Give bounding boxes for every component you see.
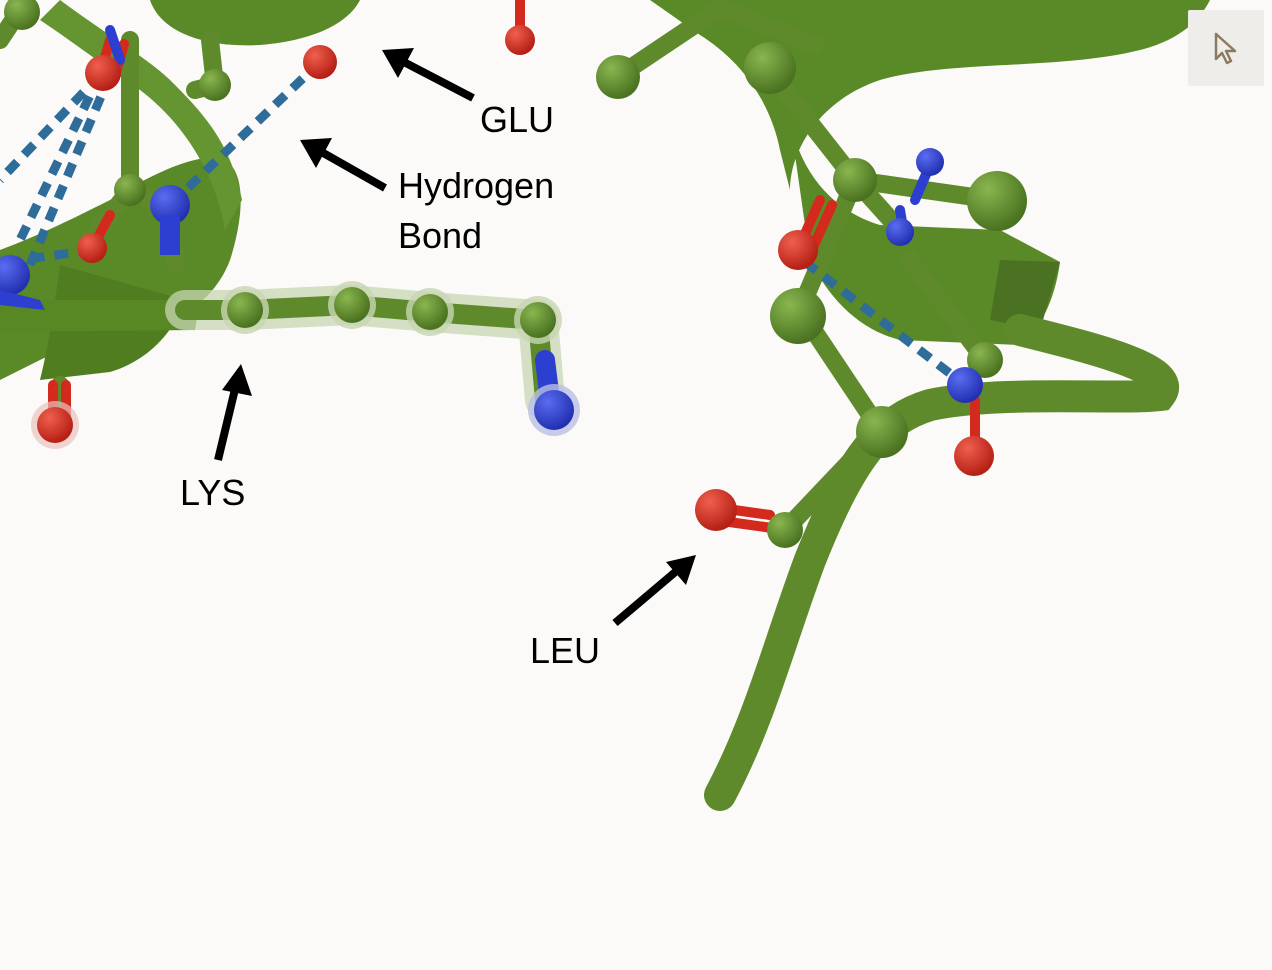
helix-ribbon-right-mid <box>790 120 1060 345</box>
select-tool-button[interactable] <box>1188 10 1264 86</box>
glu-label: GLU <box>480 99 554 140</box>
lys-label: LYS <box>180 472 245 513</box>
leu-annotation: LEU <box>530 555 696 671</box>
helix-ribbon-left-edge <box>0 300 200 332</box>
lys-side-chain[interactable] <box>165 281 580 436</box>
helix-ribbon-left-arc <box>40 0 242 230</box>
arrow-head-hbond <box>300 138 332 168</box>
helix-ribbon-right-fold <box>990 260 1060 330</box>
lys-annotation: LYS <box>180 364 252 513</box>
hbond-annotation: Hydrogen Bond <box>300 138 554 256</box>
glu-annotation: GLU <box>382 48 554 140</box>
cursor-arrow-icon <box>1214 32 1237 65</box>
hydrogen-bonds-left <box>0 58 324 267</box>
leu-label: LEU <box>530 630 600 671</box>
hbond-label-line2: Bond <box>398 215 482 256</box>
helix-ribbon-right-top <box>650 0 1210 190</box>
arrow-head-leu <box>666 555 696 585</box>
arrow-head-lys <box>222 364 252 396</box>
right-helix <box>596 0 1210 811</box>
helix-ribbon-left-top <box>150 0 360 46</box>
left-helix <box>0 0 535 449</box>
arrow-head-glu <box>382 48 414 78</box>
hydrogen-bond-right <box>802 258 968 389</box>
hbond-label-line1: Hydrogen <box>398 165 554 206</box>
loop-tube-right <box>704 314 1179 811</box>
